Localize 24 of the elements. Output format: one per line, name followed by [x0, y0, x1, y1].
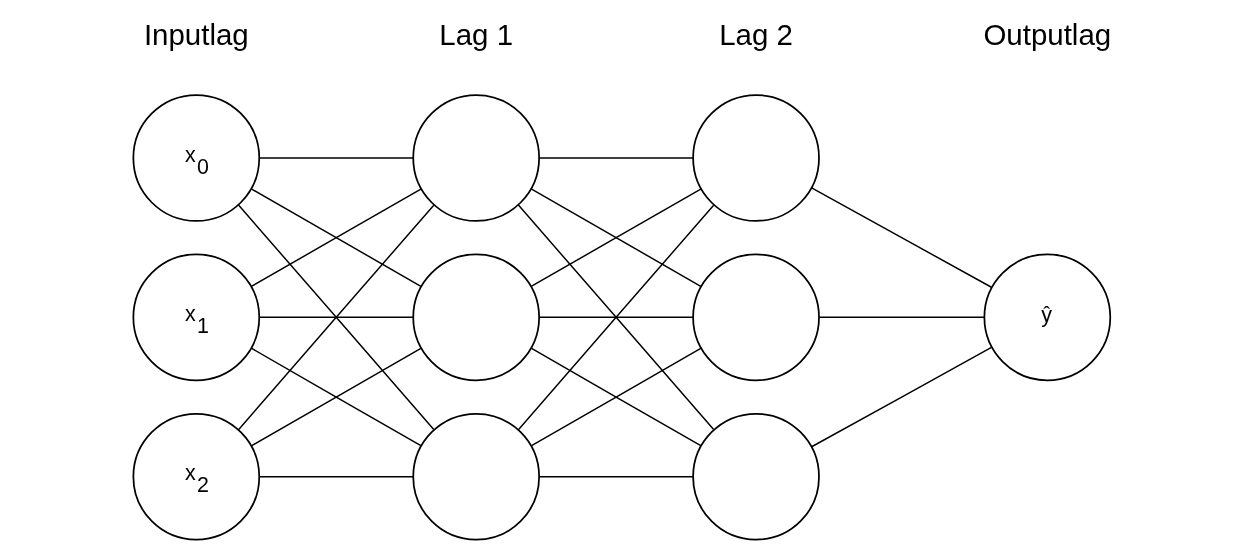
connector	[538, 475, 694, 478]
node-circle	[692, 94, 820, 222]
label: Lag 1	[439, 17, 514, 51]
connector	[810, 187, 993, 288]
connector	[818, 316, 985, 319]
node-circle	[412, 94, 540, 222]
connector	[810, 346, 993, 448]
connector	[530, 347, 702, 447]
connector	[538, 157, 694, 159]
node-circle	[692, 412, 820, 541]
connector	[258, 316, 414, 319]
node-circle	[412, 412, 540, 541]
node-circle: ŷ	[983, 253, 1112, 382]
node-circle	[412, 253, 540, 382]
label: Outputlag	[983, 17, 1112, 51]
connector	[258, 475, 414, 478]
node-circle	[692, 253, 820, 382]
connector	[517, 204, 715, 431]
connector	[538, 316, 694, 319]
connector	[251, 347, 422, 447]
label: Lag 2	[719, 17, 793, 51]
connector	[258, 157, 414, 159]
connector	[237, 204, 435, 431]
label: Inputlag	[143, 17, 249, 51]
